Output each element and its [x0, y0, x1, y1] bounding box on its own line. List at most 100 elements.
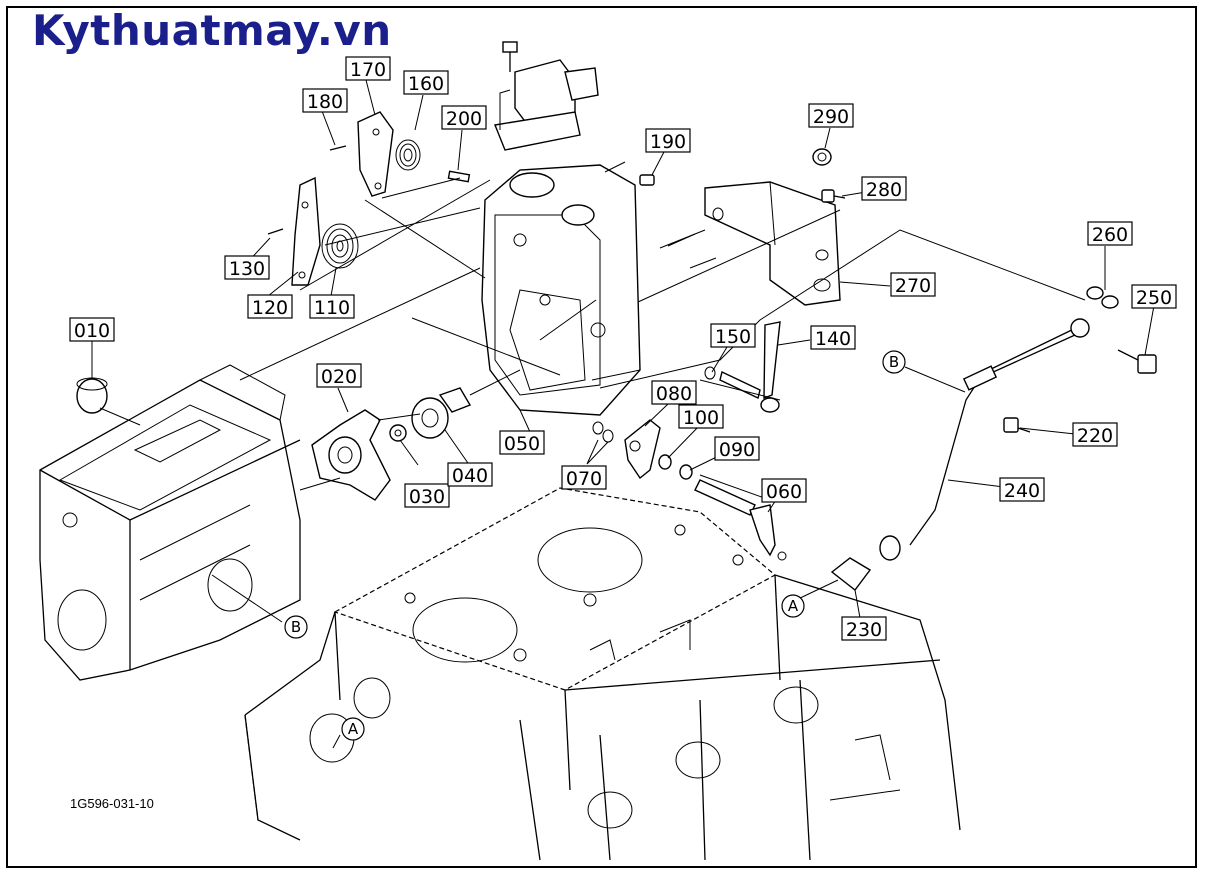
bracket-270 — [704, 181, 841, 306]
svg-text:190: 190 — [650, 131, 686, 153]
svg-text:020: 020 — [321, 366, 357, 388]
svg-text:060: 060 — [766, 481, 802, 503]
nut-290 — [812, 148, 832, 166]
part-label-270: 270 — [890, 272, 936, 297]
svg-text:030: 030 — [409, 486, 445, 508]
part-label-060: 060 — [761, 478, 807, 503]
svg-text:A: A — [348, 720, 359, 738]
svg-text:180: 180 — [307, 91, 343, 113]
lever-120 — [291, 176, 321, 286]
part-label-280: 280 — [861, 176, 907, 201]
svg-text:B: B — [291, 618, 301, 636]
plate-080 — [624, 419, 661, 480]
part-label-120: 120 — [247, 294, 293, 319]
svg-text:090: 090 — [719, 439, 755, 461]
svg-text:A: A — [788, 597, 799, 615]
part-label-220: 220 — [1072, 422, 1118, 447]
part-label-290: 290 — [808, 103, 854, 128]
plug-190 — [639, 174, 655, 186]
part-label-130: 130 — [224, 255, 270, 280]
washer-090 — [679, 464, 693, 480]
part-label-180: 180 — [302, 88, 348, 113]
svg-text:270: 270 — [895, 275, 931, 297]
governor-holder-020 — [311, 409, 391, 501]
svg-text:200: 200 — [446, 108, 482, 130]
svg-text:230: 230 — [846, 619, 882, 641]
part-label-090: 090 — [714, 436, 760, 461]
drawing-code: 1G596-031-10 — [70, 796, 154, 811]
gaskets-260 — [1086, 286, 1119, 309]
part-label-080: 080 — [651, 380, 697, 405]
cap-010 — [76, 377, 141, 426]
part-label-190: 190 — [645, 128, 691, 153]
o-ring-150 — [704, 366, 716, 380]
bolt-280 — [821, 189, 846, 203]
part-label-160: 160 — [403, 70, 449, 95]
svg-text:250: 250 — [1136, 287, 1172, 309]
part-label-050: 050 — [499, 430, 545, 455]
washer-100 — [658, 454, 672, 470]
part-label-020: 020 — [316, 363, 362, 388]
banjo-bolt-250 — [1117, 349, 1157, 374]
governor-housing-050 — [481, 164, 641, 416]
connector-230 — [830, 535, 901, 591]
leader-lines — [91, 79, 1156, 749]
brand-logo: Kythuatmay.vn — [32, 6, 392, 55]
lever-170 — [357, 111, 394, 197]
shaft-060 — [694, 479, 787, 561]
svg-text:160: 160 — [408, 73, 444, 95]
svg-text:170: 170 — [350, 59, 386, 81]
pin-200 — [447, 170, 471, 183]
svg-text:150: 150 — [715, 326, 751, 348]
svg-text:010: 010 — [74, 320, 110, 342]
spring-110 — [321, 223, 359, 269]
part-label-030: 030 — [404, 483, 450, 508]
part-label-240: 240 — [999, 477, 1045, 502]
bolt-220 — [1003, 417, 1031, 433]
svg-text:280: 280 — [866, 179, 902, 201]
part-label-150: 150 — [710, 323, 756, 348]
part-label-140: 140 — [810, 325, 856, 350]
part-label-170: 170 — [345, 56, 391, 81]
pin-180 — [329, 145, 347, 151]
part-label-010: 010 — [69, 317, 115, 342]
svg-text:040: 040 — [452, 465, 488, 487]
svg-text:240: 240 — [1004, 480, 1040, 502]
svg-text:130: 130 — [229, 258, 265, 280]
o-rings-070 — [592, 421, 614, 443]
reference-marker-b-pipe: B — [882, 350, 906, 374]
part-label-250: 250 — [1131, 284, 1177, 309]
svg-text:070: 070 — [566, 468, 602, 490]
reference-marker-a-block: A — [341, 717, 365, 741]
svg-text:080: 080 — [656, 383, 692, 405]
svg-text:140: 140 — [815, 328, 851, 350]
part-label-110: 110 — [309, 294, 355, 319]
spring-160 — [395, 139, 421, 171]
sleeve-040 — [411, 387, 472, 439]
svg-text:050: 050 — [504, 433, 540, 455]
part-label-200: 200 — [441, 105, 487, 130]
part-label-070: 070 — [561, 465, 607, 490]
part-label-230: 230 — [841, 616, 887, 641]
part-label-100: 100 — [678, 404, 724, 429]
part-label-040: 040 — [447, 462, 493, 487]
lever-140 — [719, 321, 781, 413]
gear-case — [39, 364, 301, 681]
pipe-240 — [909, 318, 1090, 546]
svg-text:B: B — [889, 353, 899, 371]
cylinder-block — [244, 487, 961, 861]
svg-text:100: 100 — [683, 407, 719, 429]
svg-text:220: 220 — [1077, 425, 1113, 447]
reference-marker-b-gearcase: B — [284, 615, 308, 639]
svg-text:110: 110 — [314, 297, 350, 319]
svg-text:260: 260 — [1092, 224, 1128, 246]
solenoid-assembly — [494, 41, 599, 151]
part-label-260: 260 — [1087, 221, 1133, 246]
sleeve-030 — [389, 424, 407, 442]
diagram-frame — [6, 6, 1197, 868]
pin-130 — [267, 228, 284, 235]
svg-text:120: 120 — [252, 297, 288, 319]
reference-marker-a-connector: A — [781, 594, 805, 618]
svg-text:290: 290 — [813, 106, 849, 128]
